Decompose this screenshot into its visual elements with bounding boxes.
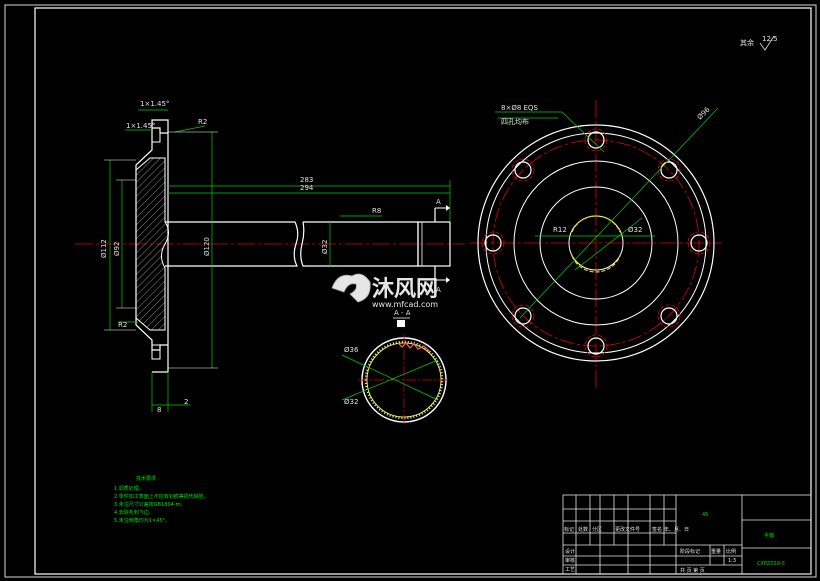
end-hub-circle — [513, 160, 679, 326]
tb-row: 设计 — [565, 548, 575, 555]
tb-header: 年、月、日 — [664, 526, 689, 533]
tb-header: 分区 — [592, 526, 602, 533]
tb-header: 标记 — [564, 526, 574, 533]
bolt-hole-outer-rings — [481, 128, 711, 358]
tech-req-item: 1.调质处理。 — [114, 485, 144, 492]
bolt-hole — [514, 307, 532, 325]
end-dimensions — [495, 107, 719, 319]
flange-width-a: 8 — [157, 406, 161, 414]
section-a-a: A - A Ø36 Ø32 — [341, 309, 450, 426]
section-title: A - A — [394, 309, 411, 317]
tb-part-name: 半轴 — [764, 532, 774, 539]
shaft-dia: Ø32 — [321, 240, 329, 254]
outer-border — [4, 4, 817, 578]
end-pcd-label: Ø96 — [696, 105, 712, 121]
end-hole-note: 8×Ø8 EQS — [501, 104, 538, 112]
end-flange-circle — [485, 132, 707, 354]
bolt-hole — [660, 161, 678, 179]
bolt-hole — [514, 161, 532, 179]
shaft-length-total: 283 — [300, 176, 313, 184]
end-outer-circle — [477, 124, 715, 362]
shaft-body — [165, 221, 419, 267]
side-extension-lines — [104, 131, 218, 369]
watermark: 沐风网 www.mfcad.com — [331, 273, 438, 309]
side-dimensions — [109, 109, 451, 412]
tech-req-item: 4.去除毛刺飞边。 — [114, 509, 154, 516]
tb-drawing-number: CXPZ010-5 — [757, 561, 785, 567]
tb-misc: 重量 — [711, 548, 721, 555]
section-marker-top-label: A — [436, 198, 441, 206]
flange-outer-dia: Ø112 — [100, 239, 108, 258]
end-spline-dia: Ø32 — [628, 226, 642, 234]
flange-bolt-hole-bottom — [151, 344, 161, 360]
watermark-logo-icon — [331, 273, 371, 303]
bolt-hole — [484, 234, 502, 252]
tech-req-item: 2.零件加工表面上不应有划痕等损伤缺陷。 — [114, 493, 209, 500]
title-block-text: 标记 处数 分区 更改文件号 签名 年、月、日 设计 审核 工艺 阶段标记 重量… — [564, 512, 785, 574]
bolt-hole — [660, 307, 678, 325]
bolt-hole — [587, 131, 605, 149]
roughness-value: 12.5 — [762, 35, 778, 43]
side-view: A A 1×1.45° 1×1.45° R2 283 294 R8 Ø112 Ø… — [75, 100, 465, 414]
tb-header: 处数 — [578, 526, 588, 533]
section-spline-teeth — [397, 342, 431, 353]
tb-sheet: 共 页 第 页 — [680, 567, 705, 574]
section-marker-a: A A — [434, 198, 450, 294]
chamfer-mid-label: 1×1.45° — [126, 122, 155, 130]
tech-req-item: 5.未注倒角均为1×45°。 — [114, 517, 170, 524]
end-bolt-holes — [484, 131, 708, 355]
tech-req-title: 技术要求 — [136, 475, 156, 482]
bolt-hole — [690, 234, 708, 252]
end-view: 8×Ø8 EQS 四孔均布 Ø96 R12 Ø32 — [470, 100, 722, 390]
end-spline-arc — [571, 215, 621, 233]
title-block — [562, 494, 812, 575]
tb-scale: 1:3 — [728, 558, 736, 564]
end-boss-circle — [539, 186, 653, 300]
section-inner-dia: Ø32 — [344, 398, 358, 406]
tech-req-item: 3.未注尺寸公差按GB1804-m。 — [114, 501, 185, 508]
tech-requirements: 技术要求 1.调质处理。 2.零件加工表面上不应有划痕等损伤缺陷。 3.未注尺寸… — [114, 475, 209, 524]
end-hole-note-2: 四孔均布 — [501, 117, 529, 126]
flange-width-b: 2 — [184, 398, 188, 406]
section-marker-bottom-label: A — [436, 286, 441, 294]
shaft-short-label: R8 — [372, 207, 381, 215]
tb-row: 工艺 — [565, 567, 575, 573]
section-key-symbol-icon — [397, 320, 405, 327]
flange-hub-hatch-area — [135, 157, 169, 331]
end-pcd-circle — [492, 139, 700, 347]
fillet-label: R2 — [198, 118, 207, 126]
flange-dia: Ø120 — [203, 237, 211, 256]
watermark-brand: 沐风网 — [372, 277, 438, 302]
roughness-note-text: 其余 — [740, 38, 754, 47]
watermark-url: www.mfcad.com — [372, 300, 438, 309]
tb-header: 签名 — [652, 526, 662, 533]
tb-header: 更改文件号 — [615, 526, 640, 533]
tb-material: 45 — [702, 512, 708, 518]
tb-misc: 阶段标记 — [680, 548, 700, 555]
inner-border — [34, 7, 812, 575]
flange-bolt-hole-top — [151, 127, 161, 143]
flange-mid-dia: Ø92 — [113, 242, 121, 256]
end-radius-label: R12 — [553, 226, 567, 234]
section-outer-dia: Ø36 — [344, 346, 359, 354]
shaft-length-b: 294 — [300, 184, 314, 192]
roughness-symbol-icon — [759, 35, 775, 51]
roughness-note: 其余 12.5 — [740, 35, 778, 51]
tb-row: 审核 — [565, 557, 575, 564]
tb-misc: 比例 — [726, 548, 736, 555]
bolt-hole — [587, 337, 605, 355]
chamfer-top-label: 1×1.45° — [140, 100, 169, 108]
shaft-spline-end — [417, 221, 451, 267]
flange-bottom-radius: R2 — [118, 321, 127, 329]
